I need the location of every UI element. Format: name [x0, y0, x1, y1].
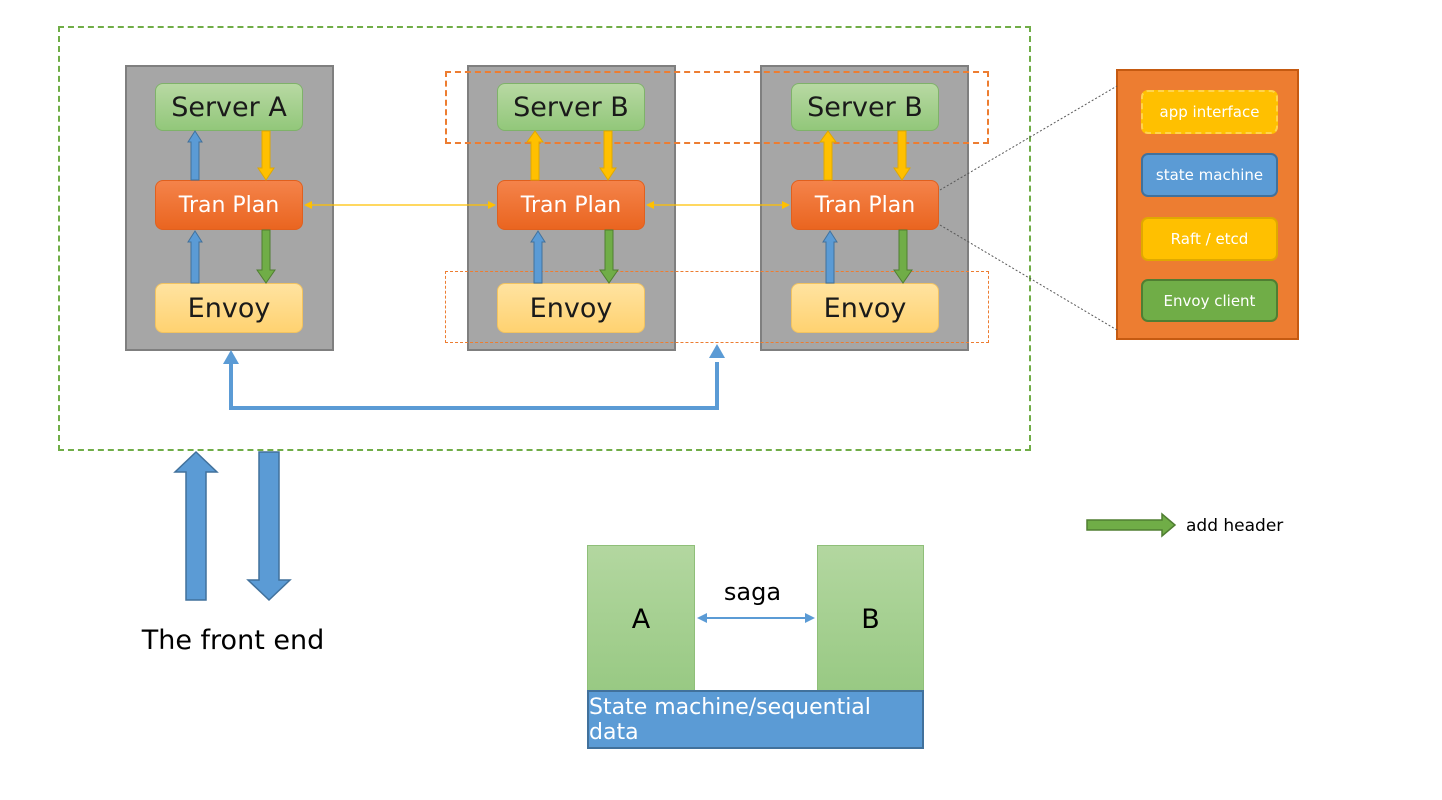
up-arrow-icon: [819, 130, 837, 181]
tran-plan-box[interactable]: Tran Plan: [791, 180, 939, 230]
down-arrow-icon: [893, 229, 913, 284]
front-end-label: The front end: [141, 625, 325, 656]
saga-participant-a: A: [587, 545, 695, 693]
legend-app-interface: app interface: [1141, 90, 1278, 134]
envoy-box[interactable]: Envoy: [497, 283, 645, 333]
server-box[interactable]: Server B: [497, 83, 645, 131]
down-arrow-icon: [256, 229, 276, 284]
envoy-box[interactable]: Envoy: [155, 283, 303, 333]
front-end-up-arrow-icon: [173, 450, 219, 601]
front-end-down-arrow-icon: [246, 451, 292, 602]
up-arrow-icon: [822, 230, 838, 284]
down-arrow-icon: [599, 130, 617, 181]
envoy-box[interactable]: Envoy: [791, 283, 939, 333]
up-arrow-icon: [526, 130, 544, 181]
up-arrow-icon: [187, 130, 203, 181]
legend-state-machine: state machine: [1141, 153, 1278, 197]
down-arrow-icon: [257, 130, 275, 181]
server-box[interactable]: Server A: [155, 83, 303, 131]
down-arrow-icon: [893, 130, 911, 181]
add-header-arrow-icon: [1086, 512, 1177, 538]
saga-participant-b: B: [817, 545, 924, 693]
tran-plan-box[interactable]: Tran Plan: [155, 180, 303, 230]
state-machine-bar: State machine/sequential data: [587, 690, 924, 749]
legend-envoy-client: Envoy client: [1141, 279, 1278, 322]
legend-raft-etcd: Raft / etcd: [1141, 217, 1278, 261]
callout-line-top: [939, 85, 1118, 191]
envoy-group-outline: [445, 271, 989, 343]
node-b2-arrows: [819, 130, 913, 284]
up-arrow-icon: [530, 230, 546, 284]
cluster-boundary: [58, 26, 1031, 451]
server-group-outline: [445, 71, 989, 144]
server-box[interactable]: Server B: [791, 83, 939, 131]
callout-line-bottom: [939, 224, 1118, 331]
saga-label: saga: [723, 578, 782, 606]
tran-plan-box[interactable]: Tran Plan: [497, 180, 645, 230]
down-arrow-icon: [599, 229, 619, 284]
node-a-arrows: [187, 130, 276, 284]
add-header-label: add header: [1186, 516, 1284, 536]
envoy-loop-arrow: [223, 344, 725, 410]
node-b1-arrows: [526, 130, 619, 284]
up-arrow-icon: [187, 230, 203, 284]
